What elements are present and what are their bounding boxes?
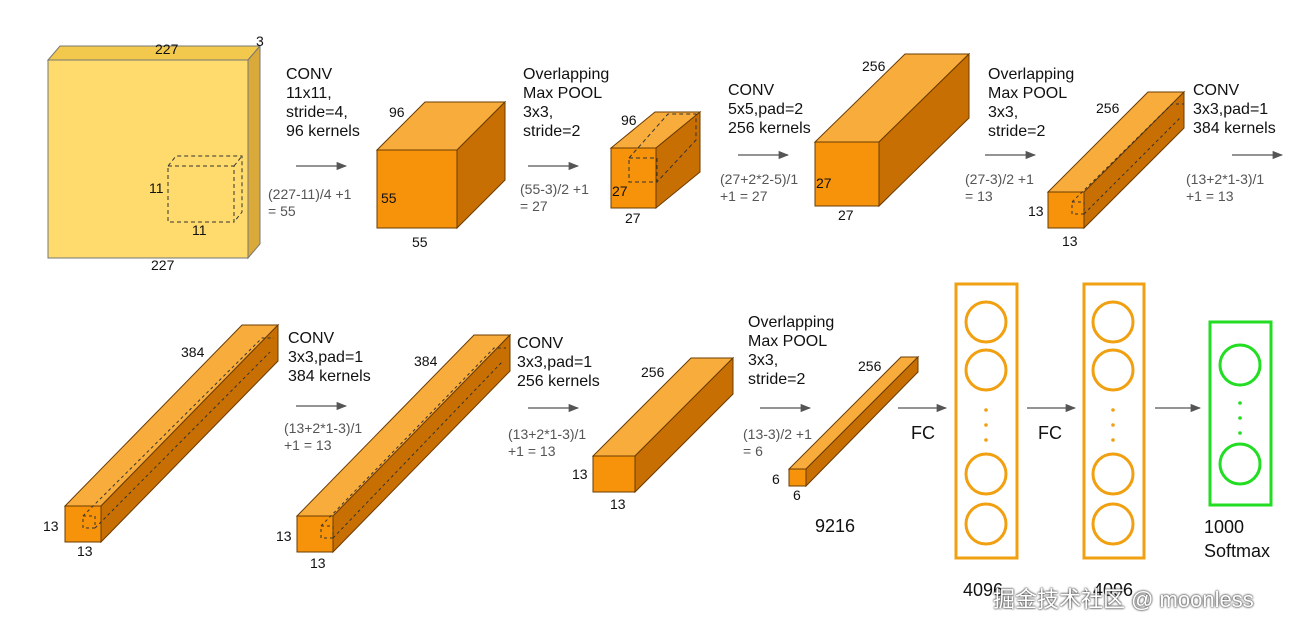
pool2-depth-label: 256 (1096, 100, 1120, 116)
conv1-calc-label: (227-11)/4 +1 = 55 (268, 186, 352, 219)
block5-depth-label: 384 (181, 344, 205, 360)
flatten-size-label: 9216 (815, 516, 856, 536)
watermark: 掘金技术社区 @ moonless (993, 587, 1254, 612)
input-width-label: 227 (155, 41, 179, 57)
conv4-calc-label: (13+2*1-3)/1 +1 = 13 (284, 420, 363, 453)
fc1-neuron (964, 502, 1008, 546)
fc2-neuron (1091, 300, 1135, 344)
pool2-op-label: Overlapping Max POOL 3x3, stride=2 (988, 66, 1075, 140)
input-volume (46, 44, 262, 260)
pool1-output-block (609, 110, 702, 210)
conv2-depth-label: 256 (862, 58, 886, 74)
pool2-calc-label: (27-3)/2 +1 = 13 (965, 171, 1034, 204)
block7-depth-label: 256 (641, 364, 665, 380)
softmax-layer (1208, 320, 1273, 507)
block8-height-label: 6 (772, 471, 780, 487)
pool1-height-label: 27 (612, 183, 628, 199)
conv1-depth-label: 96 (389, 104, 405, 120)
block6-height-label: 13 (276, 528, 292, 544)
block8-depth-label: 256 (858, 358, 882, 374)
conv3-output-block (63, 323, 280, 544)
input-volume-side (247, 44, 261, 260)
pool1-kernel-box (628, 113, 697, 183)
input-volume-front (47, 59, 249, 259)
softmax-neuron (1218, 442, 1262, 486)
conv2-output-block (813, 52, 971, 208)
conv2-calc-label: (27+2*2-5)/1 +1 = 27 (720, 171, 799, 204)
fc2-size-label: 4096 (1093, 580, 1134, 600)
input-height-label: 227 (151, 257, 175, 273)
flow-arrows (296, 150, 1284, 413)
conv1-output-block (375, 100, 507, 230)
block5-width-label: 13 (77, 543, 93, 559)
pool2-block-front (1047, 191, 1085, 229)
softmax-neuron (1218, 343, 1262, 387)
block5-height-label: 13 (43, 518, 59, 534)
conv5-block-front (592, 455, 636, 493)
fc2-label: FC (1038, 423, 1062, 443)
fc2-neuron (1091, 452, 1135, 496)
pool2-kernel-box (1071, 103, 1184, 215)
conv5-op-label: CONV 3x3,pad=1 256 kernels (517, 335, 600, 390)
pool3-output-block (787, 355, 920, 488)
conv4-kernel-box (320, 347, 506, 539)
conv2-block-front (814, 141, 880, 207)
block6-depth-label: 384 (414, 353, 438, 369)
pool2-height-label: 13 (1028, 203, 1044, 219)
conv3-kernel-box (82, 337, 274, 529)
fc1-label: FC (911, 423, 935, 443)
block8-width-label: 6 (793, 487, 801, 503)
fc2-frame (1082, 282, 1146, 560)
fc1-neuron (964, 300, 1008, 344)
softmax-dots (1238, 401, 1242, 435)
pool3-calc-label: (13-3)/2 +1 = 6 (743, 426, 812, 459)
fc2-neuron (1091, 502, 1135, 546)
pool3-op-label: Overlapping Max POOL 3x3, stride=2 (748, 314, 835, 388)
conv1-width-label: 55 (412, 234, 428, 250)
block7-height-label: 13 (572, 466, 588, 482)
input-kernel-h-label: 11 (192, 222, 207, 238)
conv5-output-block (591, 356, 735, 494)
softmax-label: Softmax (1204, 541, 1271, 561)
conv3-calc-label: (13+2*1-3)/1 +1 = 13 (1186, 171, 1265, 204)
input-volume-top (46, 45, 262, 61)
pool1-op-label: Overlapping Max POOL 3x3, stride=2 (523, 66, 610, 140)
conv3-block-top (63, 324, 280, 507)
conv3-block-front (64, 505, 102, 543)
block7-width-label: 13 (610, 496, 626, 512)
conv4-op-label: CONV 3x3,pad=1 384 kernels (288, 330, 371, 385)
conv3-op-label: CONV 3x3,pad=1 384 kernels (1193, 82, 1276, 137)
fc1-frame (954, 282, 1019, 560)
pool3-block-front (788, 468, 807, 487)
conv2-op-label: CONV 5x5,pad=2 256 kernels (728, 82, 811, 137)
input-kernel-box (167, 155, 243, 223)
fc1-neuron (964, 452, 1008, 496)
conv1-op-label: CONV 11x11, stride=4, 96 kernels (286, 66, 360, 140)
pool1-depth-label: 96 (621, 112, 637, 128)
conv4-output-block (295, 333, 512, 554)
fc2-layer (1082, 282, 1146, 560)
input-kernel-w-label: 11 (149, 180, 164, 196)
fc1-neuron (964, 348, 1008, 392)
pool1-block-front (610, 147, 657, 209)
conv1-block-front (376, 149, 458, 229)
softmax-frame (1208, 320, 1273, 507)
block6-width-label: 13 (310, 555, 326, 571)
pool1-calc-label: (55-3)/2 +1 = 27 (520, 181, 589, 214)
fc-dots (984, 408, 1115, 442)
softmax-size-label: 1000 (1204, 517, 1245, 537)
conv4-block-front (296, 515, 334, 553)
pool2-output-block (1046, 90, 1186, 230)
input-depth-label: 3 (256, 33, 264, 49)
pool1-width-label: 27 (625, 210, 641, 226)
fc1-size-label: 4096 (963, 580, 1004, 600)
pool2-width-label: 13 (1062, 233, 1078, 249)
conv1-height-label: 55 (381, 190, 397, 206)
conv2-height-label: 27 (816, 175, 832, 191)
conv5-calc-label: (13+2*1-3)/1 +1 = 13 (508, 426, 587, 459)
conv2-width-label: 27 (838, 207, 854, 223)
fc2-neuron (1091, 348, 1135, 392)
fc1-layer (954, 282, 1019, 560)
